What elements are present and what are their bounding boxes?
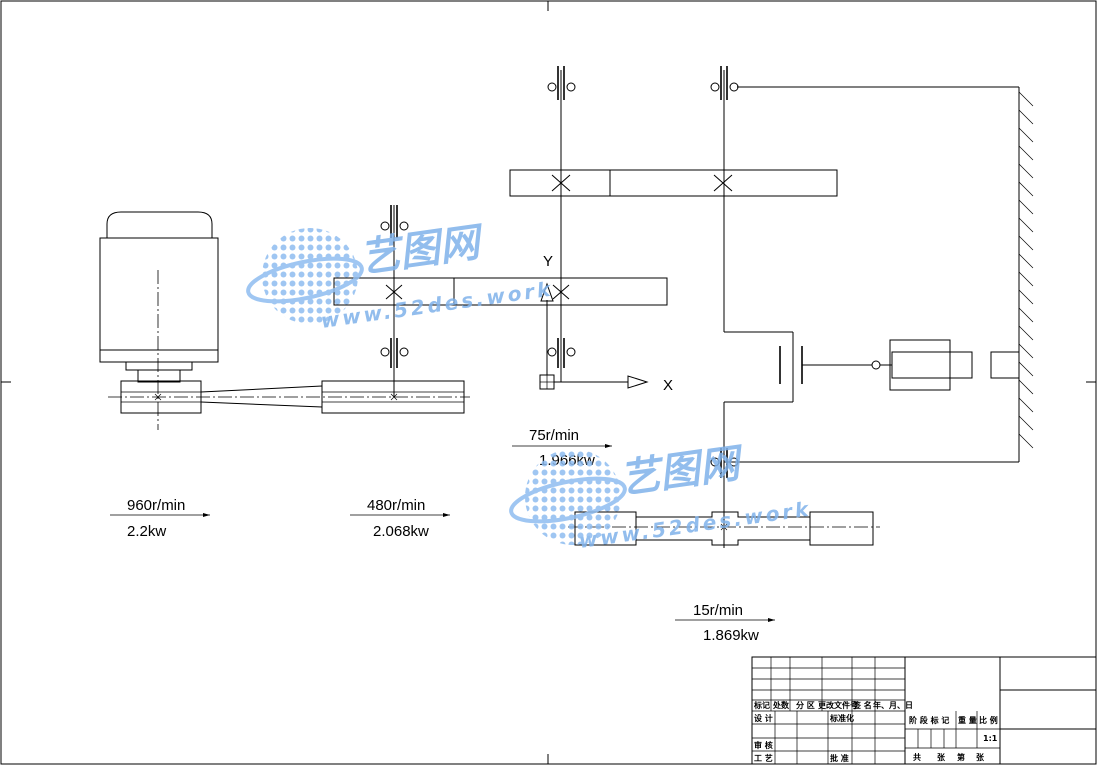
gear-speed-label: 75r/min — [529, 427, 579, 444]
title-block — [751, 656, 1097, 765]
fixed-wall — [1018, 87, 1034, 462]
electric-motor — [99, 211, 219, 430]
out-power-label: 1.869kw — [703, 627, 759, 644]
intermediate-shaft — [547, 66, 576, 382]
watermark-top-name: 艺图网 — [357, 219, 488, 282]
tb-sheji: 设 计 — [754, 713, 773, 723]
tb-qianming: 签 名 — [852, 700, 872, 710]
tb-di: 第 — [957, 752, 965, 762]
motor-speed-label: 960r/min — [127, 497, 185, 514]
output-spindle — [568, 511, 880, 546]
output-shaft — [710, 66, 1020, 548]
speed-arrows — [110, 444, 775, 622]
tb-riqi: 年、月、日 — [873, 700, 913, 710]
watermark-bottom-name: 艺图网 — [617, 440, 748, 503]
tb-fenqu: 分 区 — [796, 700, 815, 710]
belt-power-label: 2.068kw — [373, 523, 429, 540]
tb-biaoji: 标记 — [753, 700, 770, 710]
tb-jieduan: 阶 段 标 记 — [909, 715, 949, 725]
out-speed-label: 15r/min — [693, 602, 743, 619]
tb-gongyi: 工 艺 — [754, 753, 773, 763]
tb-shenhe: 审 核 — [754, 740, 773, 750]
motor-power-label: 2.2kw — [127, 523, 166, 540]
axis-x-label: X — [663, 377, 673, 394]
tb-zhongliang: 重 量 — [958, 715, 977, 725]
tb-scale: 1:1 — [983, 734, 998, 743]
watermark-bottom: 艺图网 www.52des.work — [509, 440, 813, 553]
tb-zhang-1: 张 — [937, 753, 946, 762]
tb-gong: 共 — [913, 752, 921, 762]
tb-zhang-2: 张 — [976, 753, 985, 762]
tb-wenjian: 更改文件号 — [818, 700, 858, 710]
tb-pizhun: 批 准 — [830, 753, 849, 763]
tb-bili: 比 例 — [979, 715, 998, 725]
axis-y-label: Y — [543, 253, 553, 270]
tb-biaozhunhua: 标准化 — [829, 713, 854, 723]
input-shaft — [380, 205, 409, 397]
belt-speed-label: 480r/min — [367, 497, 425, 514]
coordinate-axes — [539, 282, 649, 390]
gear-pair-high — [509, 169, 838, 197]
watermark-top: 艺图网 www.52des.work — [246, 219, 555, 333]
tb-chushu: 处数 — [772, 700, 790, 710]
belt-drive — [108, 380, 470, 414]
